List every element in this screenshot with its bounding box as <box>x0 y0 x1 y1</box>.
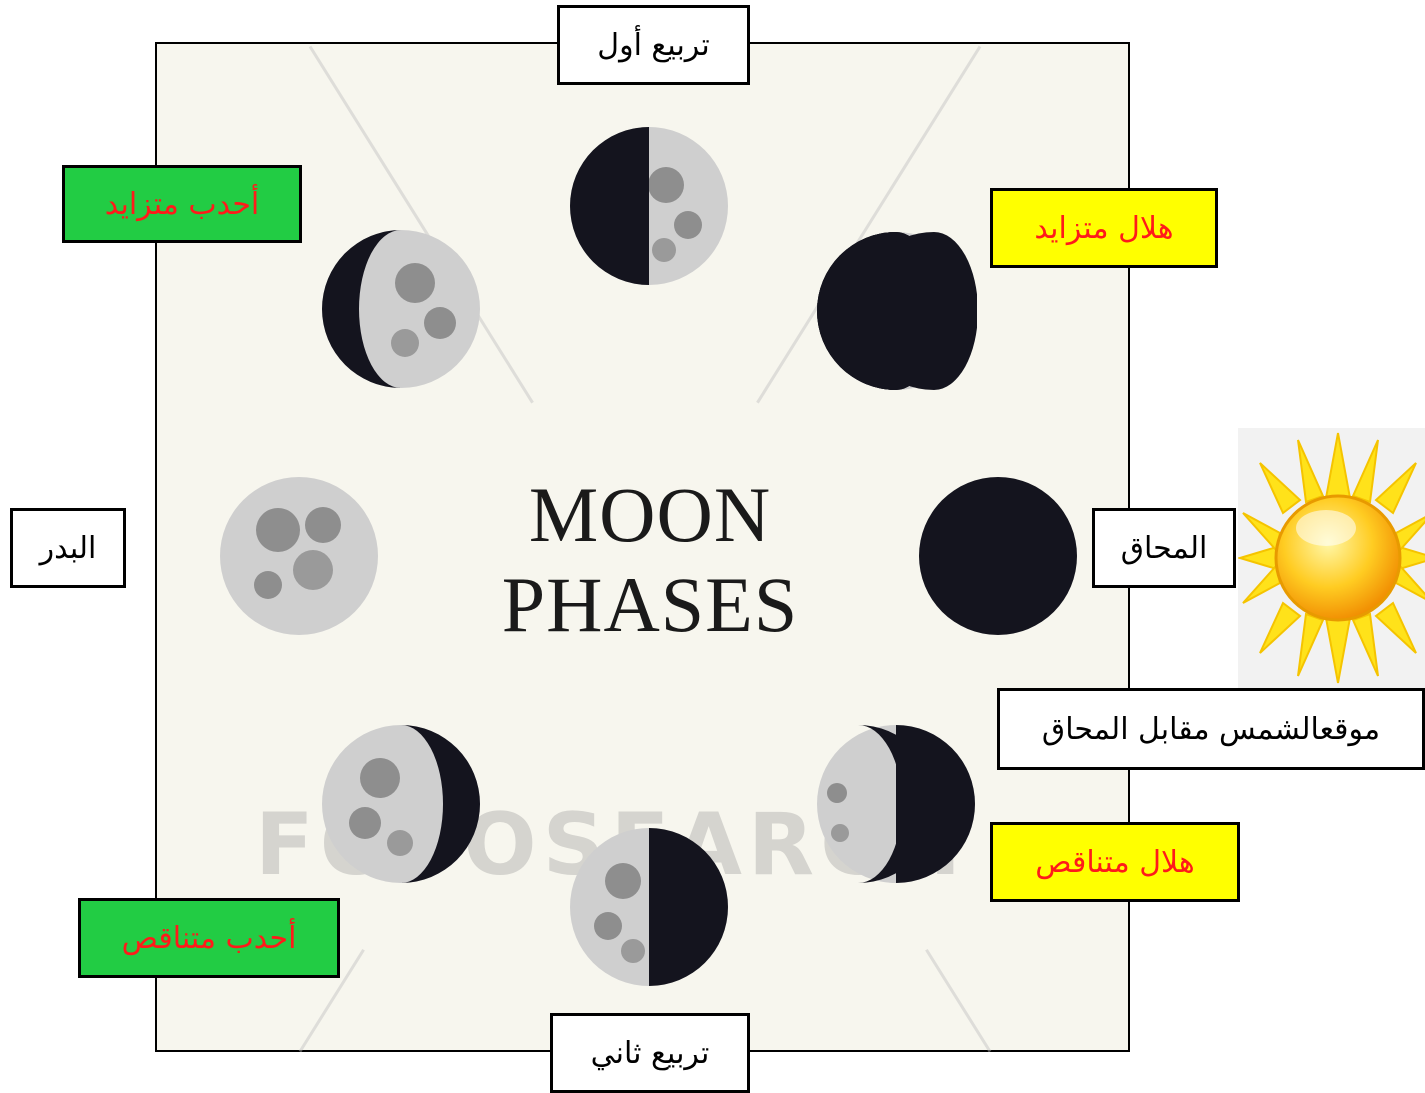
waxing-crescent-moon <box>815 230 977 392</box>
full-moon <box>218 475 380 637</box>
waxing-gibbous-moon <box>320 228 482 390</box>
diagram-title: MOON PHASES <box>470 470 830 650</box>
first-quarter-moon <box>568 125 730 287</box>
label-full-moon: البدر <box>10 508 126 588</box>
label-new-moon: المحاق <box>1092 508 1236 588</box>
title-line-1: MOON <box>470 470 830 560</box>
sun-icon <box>1238 428 1425 688</box>
label-waning-crescent: هلال متناقص <box>990 822 1240 902</box>
label-waxing-crescent: هلال متزايد <box>990 188 1218 268</box>
label-waning-gibbous: أحدب متناقص <box>78 898 340 978</box>
title-line-2: PHASES <box>470 560 830 650</box>
label-waxing-gibbous: أحدب متزايد <box>62 165 302 243</box>
label-first-quarter: تربيع أول <box>557 5 750 85</box>
label-sun-position: موقعالشمس مقابل المحاق <box>997 688 1425 770</box>
waning-gibbous-moon <box>320 723 482 885</box>
new-moon <box>917 475 1079 637</box>
third-quarter-moon <box>568 826 730 988</box>
label-third-quarter: تربيع ثاني <box>550 1013 750 1093</box>
waning-crescent-moon <box>815 723 977 885</box>
